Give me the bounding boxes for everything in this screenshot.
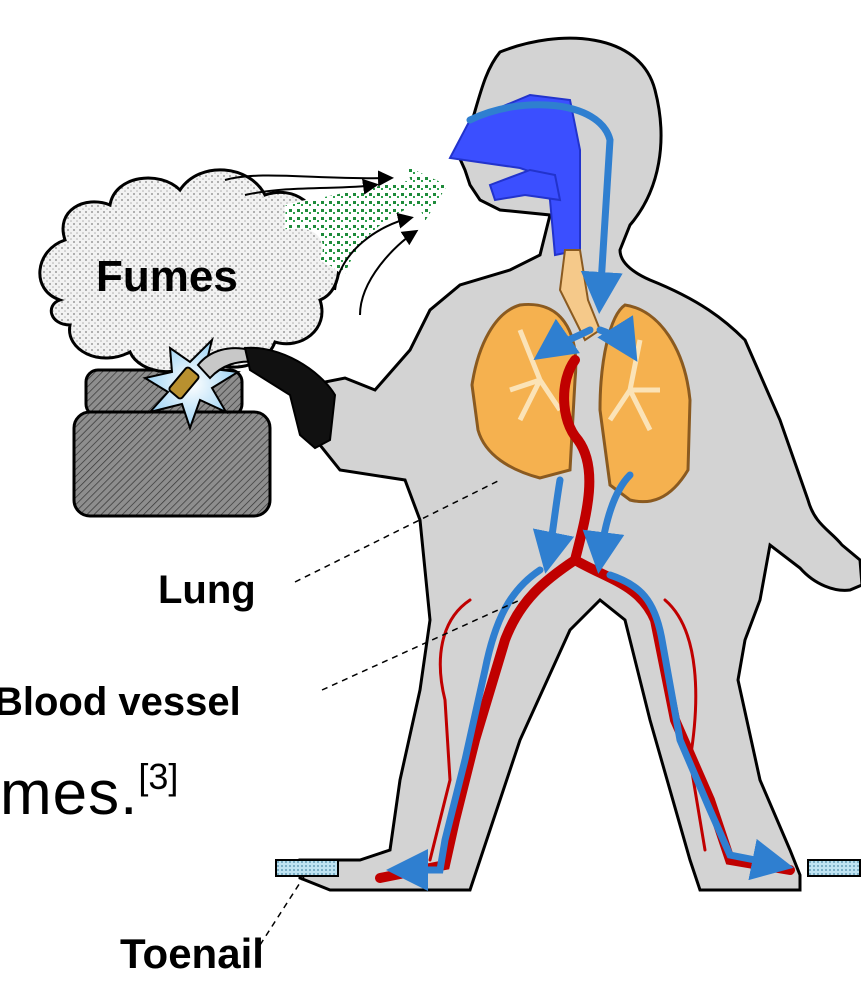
lung-label: Lung: [158, 568, 256, 613]
caption-reference: [3]: [138, 756, 178, 797]
toenail-right: [808, 860, 860, 876]
caption-text: mes.: [0, 759, 138, 828]
work-piece-bottom: [74, 412, 270, 516]
caption-fragment: mes.[3]: [0, 758, 178, 829]
fumes-label: Fumes: [96, 252, 238, 302]
blood-vessel-label: Blood vessel: [0, 680, 241, 725]
toenail-label: Toenail: [120, 930, 264, 978]
toenail-left: [276, 860, 338, 876]
